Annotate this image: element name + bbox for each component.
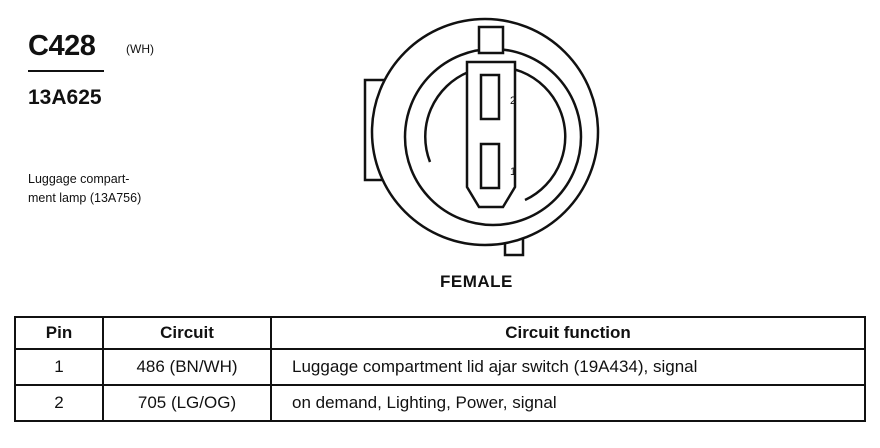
terminal-tower: [465, 60, 517, 209]
top-key-notch: [477, 25, 505, 55]
cell-pin: 1: [14, 348, 104, 386]
connector-face-diagram: 2 1: [363, 17, 600, 257]
table-row: 1 486 (BN/WH) Luggage compartment lid aj…: [14, 348, 866, 386]
view-label: FEMALE: [440, 272, 513, 291]
terminal-1-cavity: [479, 142, 501, 190]
cell-circuit: 486 (BN/WH): [102, 348, 272, 386]
cell-pin: 2: [14, 384, 104, 422]
connector-description-line-2: ment lamp (13A756): [28, 191, 142, 205]
terminal-1-label: 1: [510, 166, 516, 178]
cell-circuit-function: Luggage compartment lid ajar switch (19A…: [270, 348, 866, 386]
connector-id: C428: [28, 30, 96, 62]
table-header-row: Pin Circuit Circuit function: [14, 316, 866, 350]
inner-ring-arc: [424, 65, 567, 202]
pin-table: Pin Circuit Circuit function 1 486 (BN/W…: [14, 316, 866, 422]
cell-circuit: 705 (LG/OG): [102, 384, 272, 422]
header-pin: Pin: [14, 316, 104, 350]
part-number: 13A625: [28, 86, 102, 109]
header-circuit-function: Circuit function: [270, 316, 866, 350]
left-latch-tab: [363, 78, 395, 182]
connector-description-line-1: Luggage compart-: [28, 172, 130, 186]
cell-circuit-function: on demand, Lighting, Power, signal: [270, 384, 866, 422]
header-circuit: Circuit: [102, 316, 272, 350]
terminal-2-cavity: [479, 73, 501, 121]
table-row: 2 705 (LG/OG) on demand, Lighting, Power…: [14, 384, 866, 422]
title-underline: [28, 70, 104, 72]
terminal-2-label: 2: [510, 95, 516, 107]
connector-color: (WH): [126, 42, 154, 56]
